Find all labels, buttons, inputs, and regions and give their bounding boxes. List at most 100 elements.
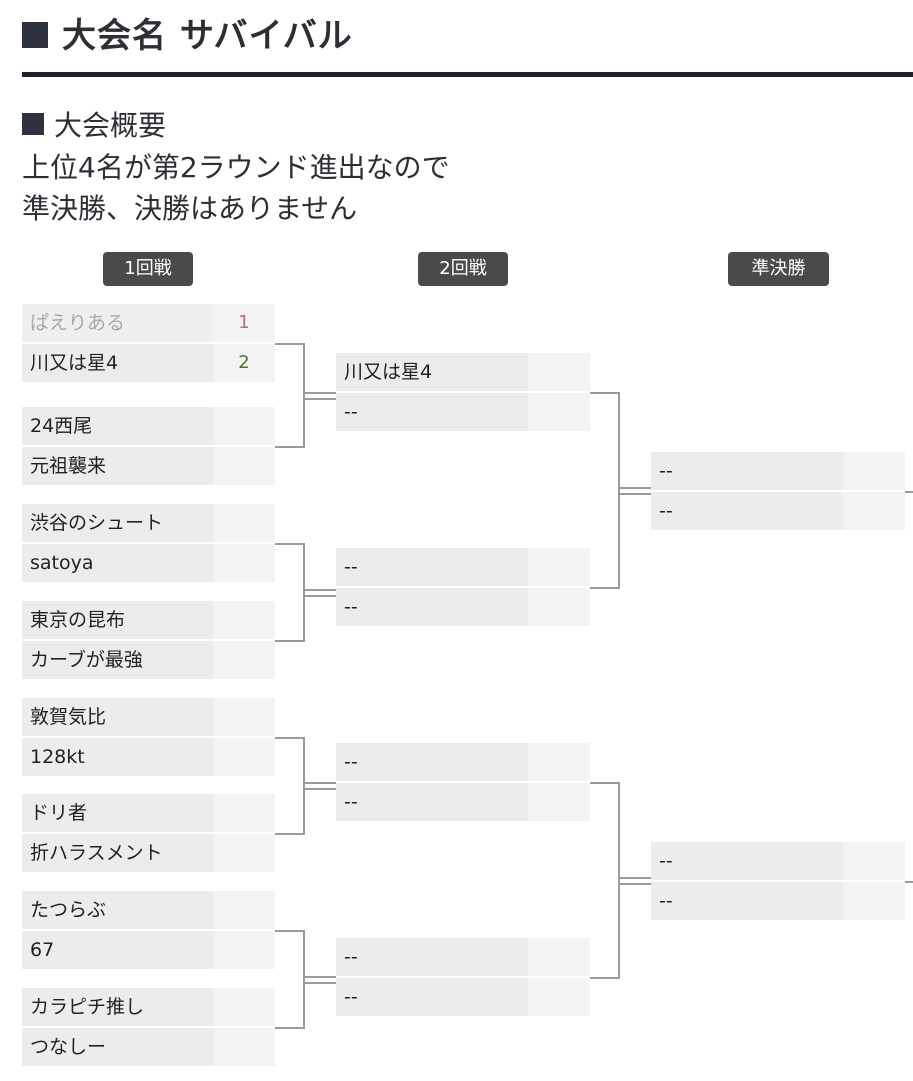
bracket-connector-line: [618, 782, 620, 979]
bracket-connector-line: [618, 883, 651, 885]
player-name[interactable]: --: [336, 783, 528, 821]
player-name[interactable]: たつらぶ: [22, 891, 213, 929]
bracket-connector-line: [275, 343, 305, 345]
player-score: [213, 988, 275, 1026]
player-score: [213, 544, 275, 582]
player-score: 1: [213, 304, 275, 342]
player-name[interactable]: 敦賀気比: [22, 698, 213, 736]
player-name[interactable]: 128kt: [22, 738, 213, 776]
overview-line: 上位4名が第2ラウンド進出なので: [22, 151, 450, 184]
title-divider: [22, 72, 913, 77]
player-score: [213, 698, 275, 736]
bracket-connector-line: [590, 587, 620, 589]
player-name[interactable]: ぱえりある: [22, 304, 213, 342]
bracket-connector-line: [303, 595, 336, 597]
player-score: [528, 978, 590, 1016]
player-name[interactable]: --: [336, 393, 528, 431]
player-score: [843, 882, 905, 920]
square-bullet-icon: [22, 113, 44, 135]
bracket-connector-line: [618, 487, 651, 489]
player-score: [843, 452, 905, 490]
player-score: 2: [213, 344, 275, 382]
bracket-connector-line: [303, 343, 305, 448]
bracket-connector-line: [303, 392, 336, 394]
overview-heading: 大会概要: [22, 104, 166, 144]
player-name[interactable]: 24西尾: [22, 407, 213, 445]
player-name[interactable]: --: [336, 588, 528, 626]
player-score: [843, 492, 905, 530]
round-label-2: 2回戦: [418, 252, 508, 286]
bracket-connector-line: [275, 640, 305, 642]
player-name[interactable]: --: [651, 882, 843, 920]
player-name[interactable]: --: [651, 842, 843, 880]
player-score: [213, 504, 275, 542]
bracket-connector-line: [275, 833, 305, 835]
player-score: [528, 588, 590, 626]
player-score: [213, 641, 275, 679]
player-score: [528, 353, 590, 391]
bracket-connector-line: [275, 543, 305, 545]
player-score: [213, 738, 275, 776]
bracket-connector-line: [303, 543, 305, 642]
bracket-connector-line: [303, 589, 336, 591]
player-name[interactable]: --: [651, 492, 843, 530]
player-score: [213, 407, 275, 445]
bracket-connector-line: [905, 881, 913, 883]
page-title-text: 大会名 サバイバル: [62, 16, 353, 56]
player-name[interactable]: --: [336, 548, 528, 586]
bracket-connector-line: [275, 1027, 305, 1029]
player-name[interactable]: satoya: [22, 544, 213, 582]
player-name[interactable]: カラピチ推し: [22, 988, 213, 1026]
bracket-connector-line: [303, 782, 336, 784]
player-score: [213, 447, 275, 485]
overview-line: 準決勝、決勝はありません: [22, 192, 358, 225]
page-title: 大会名 サバイバル: [22, 8, 353, 57]
bracket-connector-line: [590, 782, 620, 784]
player-name[interactable]: 渋谷のシュート: [22, 504, 213, 542]
player-score: [213, 601, 275, 639]
bracket-connector-line: [303, 398, 336, 400]
player-score: [213, 931, 275, 969]
player-name[interactable]: カーブが最強: [22, 641, 213, 679]
bracket-connector-line: [275, 930, 305, 932]
player-score: [213, 794, 275, 832]
player-name[interactable]: 67: [22, 931, 213, 969]
bracket-connector-line: [275, 737, 305, 739]
bracket-connector-line: [303, 788, 336, 790]
player-name[interactable]: --: [336, 938, 528, 976]
square-bullet-icon: [22, 21, 48, 48]
player-name[interactable]: ドリ者: [22, 794, 213, 832]
bracket-connector-line: [618, 877, 651, 879]
player-score: [213, 1028, 275, 1066]
player-score: [213, 834, 275, 872]
player-score: [528, 783, 590, 821]
bracket-connector-line: [303, 976, 336, 978]
player-name[interactable]: --: [336, 743, 528, 781]
round-label-semifinal: 準決勝: [728, 252, 829, 286]
player-name[interactable]: 東京の昆布: [22, 601, 213, 639]
bracket-connector-line: [303, 930, 305, 1029]
round-label-1: 1回戦: [103, 252, 193, 286]
player-name[interactable]: --: [651, 452, 843, 490]
player-name[interactable]: 川又は星4: [22, 344, 213, 382]
player-score: [213, 891, 275, 929]
player-score: [843, 842, 905, 880]
bracket-connector-line: [590, 977, 620, 979]
overview-heading-text: 大会概要: [54, 109, 167, 142]
player-score: [528, 548, 590, 586]
player-name[interactable]: 川又は星4: [336, 353, 528, 391]
player-score: [528, 938, 590, 976]
player-name[interactable]: --: [336, 978, 528, 1016]
bracket-connector-line: [618, 392, 620, 589]
bracket-connector-line: [590, 392, 620, 394]
player-score: [528, 743, 590, 781]
bracket-connector-line: [905, 491, 913, 493]
player-score: [528, 393, 590, 431]
bracket-connector-line: [275, 446, 305, 448]
player-name[interactable]: つなしー: [22, 1028, 213, 1066]
bracket-connector-line: [303, 737, 305, 835]
player-name[interactable]: 元祖襲来: [22, 447, 213, 485]
bracket-connector-line: [618, 493, 651, 495]
player-name[interactable]: 折ハラスメント: [22, 834, 213, 872]
bracket-connector-line: [303, 982, 336, 984]
